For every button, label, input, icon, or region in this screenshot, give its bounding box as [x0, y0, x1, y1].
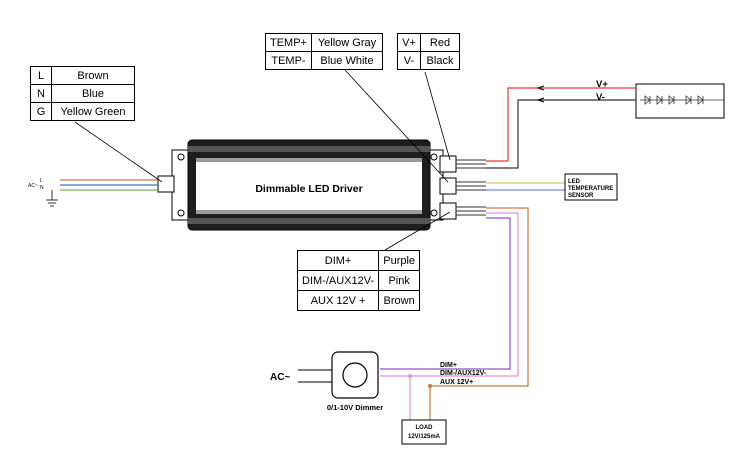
- wire-code: V+: [397, 33, 421, 52]
- v-wire-table: V+ Red V- Black: [397, 33, 460, 70]
- aux-plus-label: AUX 12V+: [440, 379, 473, 386]
- table-row: DIM-/AUX12V- Pink: [296, 270, 421, 291]
- wire-color: Yellow Green: [51, 102, 135, 121]
- wire-code: TEMP-: [265, 51, 312, 70]
- wire-color: Red: [420, 33, 460, 52]
- wire-code: N: [30, 84, 52, 103]
- temp-sensor-line3: SENSOR: [568, 193, 594, 199]
- temp-sensor-box: [564, 173, 618, 201]
- dimmer-caption: 0/1-10V Dimmer: [327, 403, 383, 412]
- input-cable: [46, 175, 175, 207]
- led-strip-box: [635, 83, 725, 119]
- temp-sensor-line1: LED: [568, 179, 581, 185]
- dimmer-ac-label: AC~: [270, 372, 290, 383]
- wire-code: TEMP+: [265, 33, 312, 52]
- wire-color: Blue White: [310, 51, 383, 70]
- table-row: TEMP- Blue White: [265, 51, 383, 70]
- dim-wire-table: DIM+ Purple DIM-/AUX12V- Pink AUX 12V + …: [296, 250, 421, 311]
- ac-l-label: L: [40, 178, 43, 184]
- wire-color: Brown: [51, 66, 135, 85]
- dim-minus-label: DIM-/AUX12V-: [440, 370, 487, 377]
- wire-code: V-: [397, 51, 421, 70]
- arrow-icon: [536, 97, 545, 103]
- table-row: DIM+ Purple: [296, 250, 421, 271]
- load-line1: LOAD: [416, 425, 434, 431]
- dim-plus-label: DIM+: [440, 362, 457, 369]
- table-row: G Yellow Green: [30, 102, 135, 121]
- input-wire-table: L Brown N Blue G Yellow Green: [30, 66, 135, 121]
- table-row: V+ Red: [397, 33, 460, 52]
- v-minus-wire: [486, 99, 636, 169]
- wire-code: DIM-/AUX12V-: [296, 270, 380, 291]
- driver-label: Dimmable LED Driver: [255, 183, 362, 195]
- ground-icon: [46, 199, 58, 207]
- dim-minus-wire: [380, 212, 519, 377]
- output-glands: [439, 155, 486, 220]
- v-plus-wire: [486, 87, 636, 162]
- aux-plus-wire: [430, 207, 529, 387]
- wire-color: Pink: [378, 270, 421, 291]
- led-diode-icons: [640, 95, 724, 105]
- wire-color: Purple: [378, 250, 421, 271]
- wire-color: Blue: [51, 84, 135, 103]
- wire-code: G: [30, 102, 52, 121]
- wire-color: Brown: [378, 290, 421, 311]
- v-plus-label: V+: [596, 79, 608, 90]
- dim-plus-wire: [380, 217, 511, 370]
- load-line2: 12V/125mA: [408, 434, 441, 440]
- table-row: N Blue: [30, 84, 135, 103]
- led-driver: [171, 139, 444, 231]
- wire-color: Black: [420, 51, 460, 70]
- wire-color: Yellow Gray: [310, 33, 383, 52]
- load-box: [401, 419, 447, 445]
- temp-sensor-line2: TEMPERATURE: [568, 186, 613, 192]
- table-row: L Brown: [30, 66, 135, 85]
- temp-wire-table: TEMP+ Yellow Gray TEMP- Blue White: [265, 33, 383, 70]
- v-minus-label: V-: [596, 92, 605, 103]
- table-row: AUX 12V + Brown: [296, 290, 421, 311]
- wire-code: AUX 12V +: [296, 290, 380, 311]
- arrow-icon: [536, 85, 545, 91]
- ac-n-label: N: [40, 185, 44, 191]
- dimmer-knob-icon: [342, 362, 368, 388]
- table-row: TEMP+ Yellow Gray: [265, 33, 383, 52]
- wire-code: L: [30, 66, 52, 85]
- table-row: V- Black: [397, 51, 460, 70]
- leader-lines: [74, 69, 451, 251]
- wire-code: DIM+: [296, 250, 380, 271]
- ac-input-label: AC~: [28, 183, 38, 189]
